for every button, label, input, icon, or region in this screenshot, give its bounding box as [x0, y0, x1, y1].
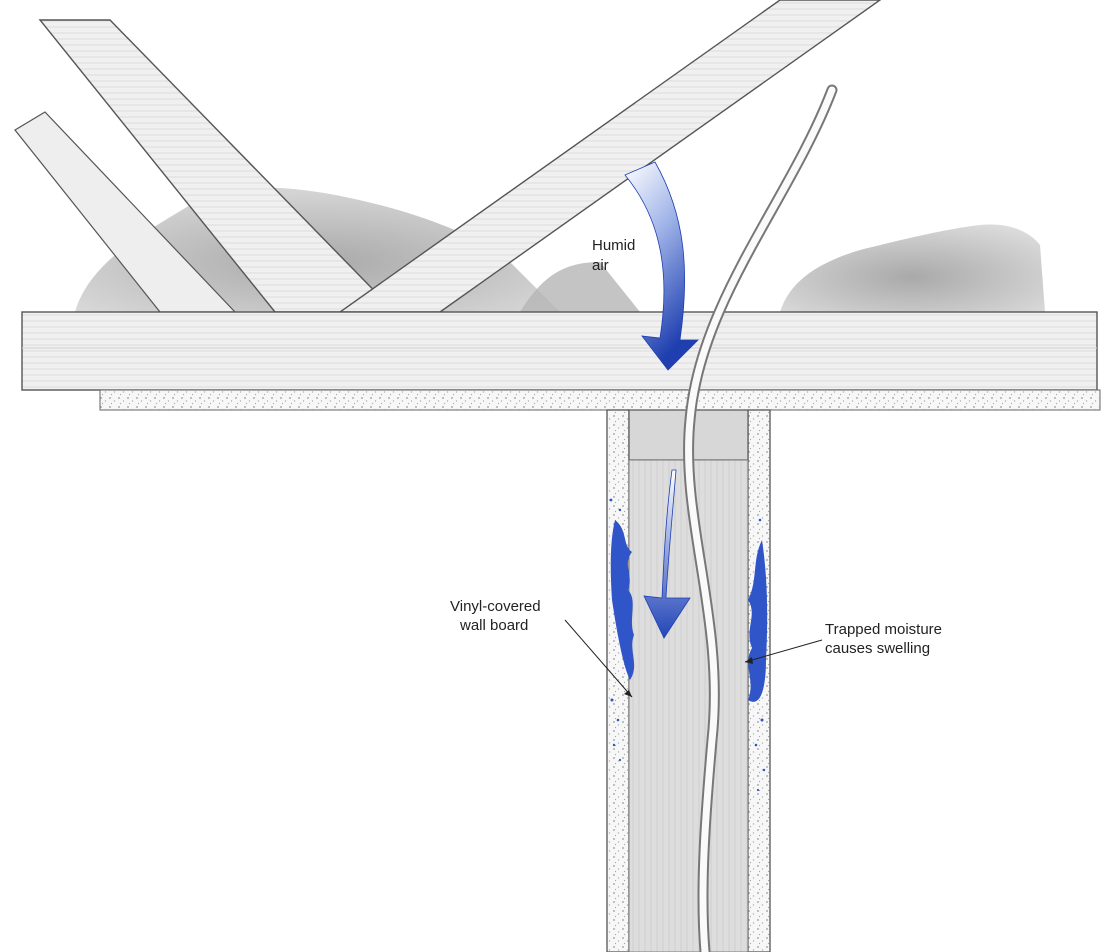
- humid-air-label: Humid air: [592, 237, 640, 274]
- wall-board-label: Vinyl-covered wall board: [450, 598, 545, 634]
- top-plate: [22, 312, 1100, 410]
- trapped-moisture-label: Trapped moisture causes swelling: [825, 621, 946, 657]
